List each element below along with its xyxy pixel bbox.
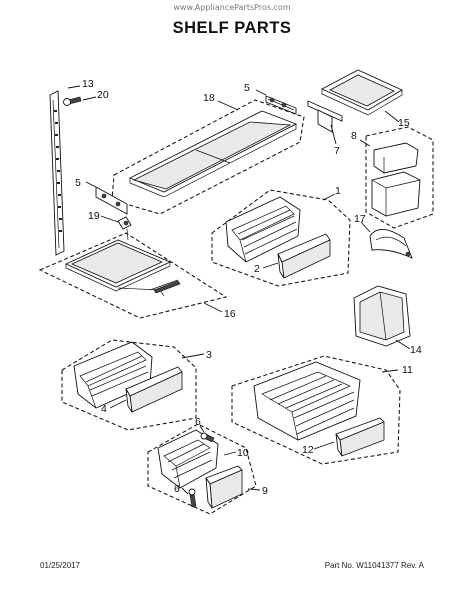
callout-3: 3 bbox=[206, 349, 212, 361]
basket-3-boundary bbox=[61, 339, 197, 431]
callout-2: 2 bbox=[254, 263, 260, 275]
watermark-text: www.AppliancePartsPros.com bbox=[173, 3, 291, 12]
basket-front-panel-part bbox=[125, 366, 183, 413]
shelf-rail-part bbox=[49, 90, 65, 256]
footer-part-number: Part No. W11041377 Rev. A bbox=[324, 561, 424, 570]
callout-16: 16 bbox=[224, 308, 236, 320]
callout-15: 15 bbox=[398, 117, 410, 129]
glass-shelf-part bbox=[320, 69, 403, 116]
callout-labels: 13 20 5 18 15 7 8 5 1 19 17 2 16 3 14 11… bbox=[75, 78, 422, 497]
callout-7: 7 bbox=[334, 145, 340, 157]
callout-11: 11 bbox=[402, 364, 413, 376]
basket-front-panel-part bbox=[277, 233, 331, 279]
callout-13: 13 bbox=[82, 78, 94, 90]
callout-12: 12 bbox=[302, 444, 314, 456]
callout-19: 19 bbox=[88, 210, 100, 222]
callout-1: 1 bbox=[335, 185, 341, 197]
callout-10: 10 bbox=[237, 447, 249, 459]
basket-9-boundary bbox=[147, 423, 257, 515]
basket-front-panel-part bbox=[335, 417, 385, 457]
callout-5: 5 bbox=[244, 82, 250, 94]
screw-part bbox=[63, 96, 82, 106]
bracket-part bbox=[95, 186, 128, 215]
basket-front-panel-part bbox=[205, 465, 243, 509]
glass-shelf-part bbox=[128, 110, 298, 198]
callout-9: 9 bbox=[262, 485, 268, 497]
basket-1-boundary bbox=[211, 189, 351, 287]
glass-shelf-part bbox=[64, 239, 181, 297]
callout-5: 5 bbox=[75, 177, 81, 189]
footer-date: 01/25/2017 bbox=[40, 561, 81, 570]
basket-part bbox=[253, 361, 361, 441]
callout-18: 18 bbox=[203, 92, 215, 104]
shelf-bracket-part bbox=[307, 100, 343, 133]
callout-6: 6 bbox=[174, 483, 180, 495]
basket-part bbox=[225, 196, 301, 263]
callout-4: 4 bbox=[101, 403, 107, 415]
basket-part bbox=[157, 429, 219, 489]
screw-part bbox=[200, 432, 215, 443]
basket-11-boundary bbox=[231, 355, 401, 465]
clip-part bbox=[117, 216, 132, 230]
shelf-16-boundary bbox=[38, 232, 228, 319]
bracket-part bbox=[265, 95, 297, 115]
callout-14: 14 bbox=[410, 344, 422, 356]
page-title: SHELF PARTS bbox=[172, 19, 292, 37]
callout-8: 8 bbox=[351, 130, 357, 142]
bin-8-boundary bbox=[365, 126, 434, 229]
bin-part bbox=[371, 142, 421, 217]
cover-part bbox=[369, 229, 413, 259]
screw-part bbox=[188, 488, 197, 508]
callout-6: 6 bbox=[195, 416, 201, 428]
callout-17: 17 bbox=[354, 213, 366, 225]
bin-part bbox=[353, 285, 411, 347]
callout-20: 20 bbox=[97, 89, 109, 101]
